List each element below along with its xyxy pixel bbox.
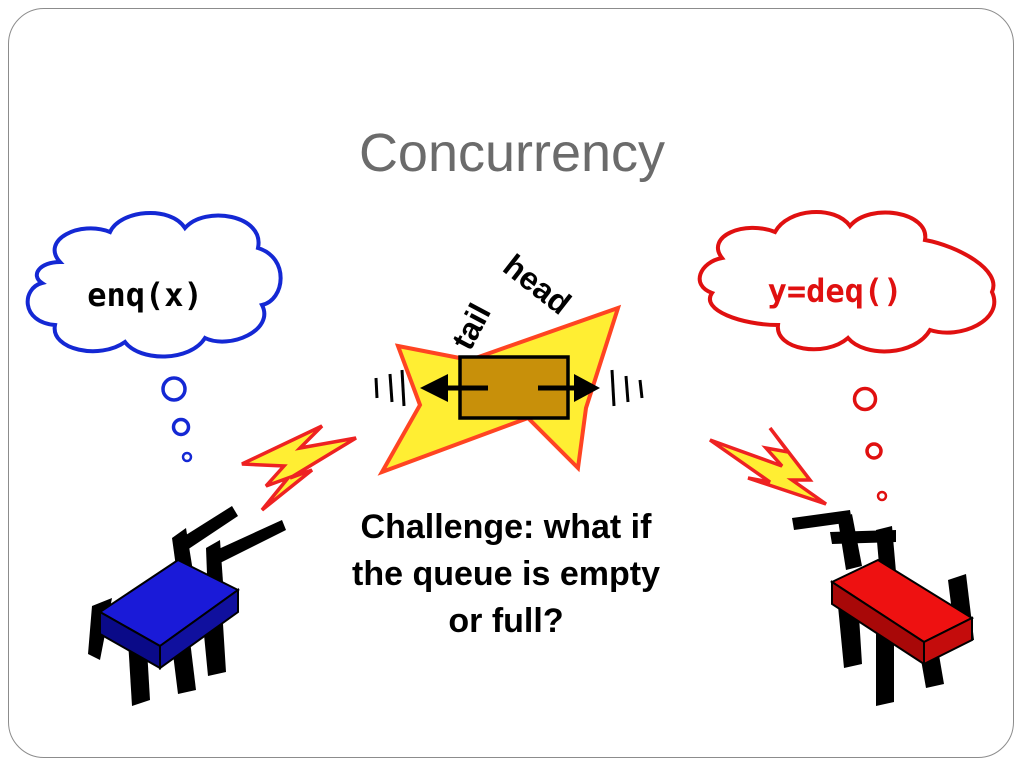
right-thought-bubble-large (852, 386, 878, 412)
caption-line-3: or full? (448, 602, 564, 640)
caption-line-1: Challenge: what if (360, 508, 652, 546)
right-arrow-icon (538, 374, 600, 402)
queue-head-label: head (497, 247, 578, 321)
right-cloud-shape (697, 209, 997, 354)
left-motion-marks (374, 369, 406, 407)
right-thought-bubble-medium (865, 442, 883, 460)
queue-tail-label: tail (444, 298, 497, 356)
left-arrow-icon (420, 374, 488, 402)
right-lightning-icon (708, 426, 828, 506)
left-lightning-icon (241, 424, 357, 512)
left-cloud-shape (25, 210, 283, 359)
caption-line-2: the queue is empty (352, 555, 660, 593)
slide-title: Concurrency (358, 123, 666, 183)
left-thought-cloud: enq(x) (25, 210, 283, 463)
left-thought-bubble-large (161, 376, 187, 402)
right-thought-bubble-small (876, 490, 888, 502)
right-thought-text: y=deq() (768, 272, 903, 310)
left-thought-bubble-medium (171, 417, 191, 437)
left-thought-text: enq(x) (87, 276, 203, 314)
right-motion-marks (610, 369, 644, 407)
right-thought-cloud: y=deq() (697, 209, 997, 502)
left-thought-bubble-small (181, 451, 193, 463)
challenge-caption: Challenge: what if the queue is empty or… (300, 504, 712, 645)
left-robot-icon (88, 506, 286, 706)
right-robot-icon (792, 510, 975, 706)
